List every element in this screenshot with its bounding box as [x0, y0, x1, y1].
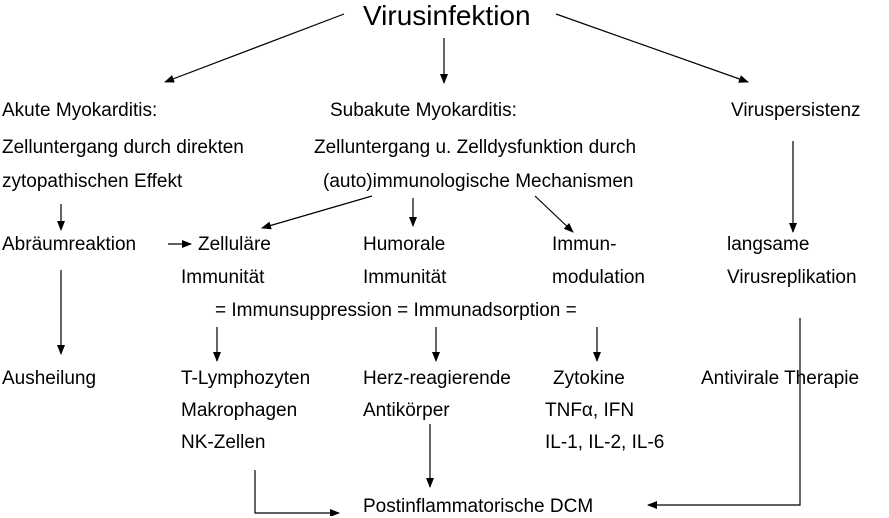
postinflammatory-dcm: Postinflammatorische DCM [363, 496, 594, 517]
healing: Ausheilung [2, 368, 97, 389]
cytokines-2: TNFα, IFN [545, 400, 635, 421]
clearance-reaction: Abräumreaktion [2, 234, 137, 255]
subacute-myocarditis-desc-2: (auto)immunologische Mechanismen [323, 171, 634, 192]
immunomodulation-1: Immun- [552, 234, 617, 255]
heart-reactive-antibodies-2: Antikörper [363, 400, 450, 421]
arrow-cells-to-dcm [254, 470, 340, 516]
arrow-virus-to-acute [164, 13, 345, 83]
humoral-immunity-2: Immunität [363, 267, 447, 288]
subacute-myocarditis-heading: Subakute Myokarditis: [330, 100, 517, 121]
humoral-immunity-1: Humorale [363, 234, 446, 255]
title-virus-infection: Virusinfektion [363, 0, 531, 31]
effector-cells-3: NK-Zellen [181, 432, 266, 453]
virus-persistence-heading: Viruspersistenz [731, 100, 861, 121]
immunotherapy-line: = Immunsuppression = Immunadsorption = [215, 300, 577, 321]
arrow-therapy-to-dcm [647, 318, 801, 509]
subacute-myocarditis-desc-1: Zelluntergang u. Zelldysfunktion durch [314, 137, 637, 158]
cellular-immunity-1: Zelluläre [198, 234, 271, 255]
cytokines-1: Zytokine [553, 368, 625, 389]
immunomodulation-2: modulation [552, 267, 645, 288]
arrow-virus-to-persistence [555, 13, 749, 83]
effector-cells-2: Makrophagen [181, 400, 298, 421]
cellular-immunity-2: Immunität [181, 267, 265, 288]
antiviral-therapy: Antivirale Therapie [701, 368, 860, 389]
cytokines-3: IL-1, IL-2, IL-6 [545, 432, 665, 453]
heart-reactive-antibodies-1: Herz-reagierende [363, 368, 511, 389]
acute-myocarditis-heading: Akute Myokarditis: [2, 100, 158, 121]
slow-replication-1: langsame [727, 234, 810, 255]
arrow-subacute-to-cellular [261, 195, 373, 230]
arrow-subacute-to-immunomodulation [534, 195, 574, 233]
slow-replication-2: Virusreplikation [727, 267, 857, 288]
acute-myocarditis-desc-2: zytopathischen Effekt [2, 171, 183, 192]
acute-myocarditis-desc-1: Zelluntergang durch direkten [2, 137, 244, 158]
effector-cells-1: T-Lymphozyten [181, 368, 311, 389]
